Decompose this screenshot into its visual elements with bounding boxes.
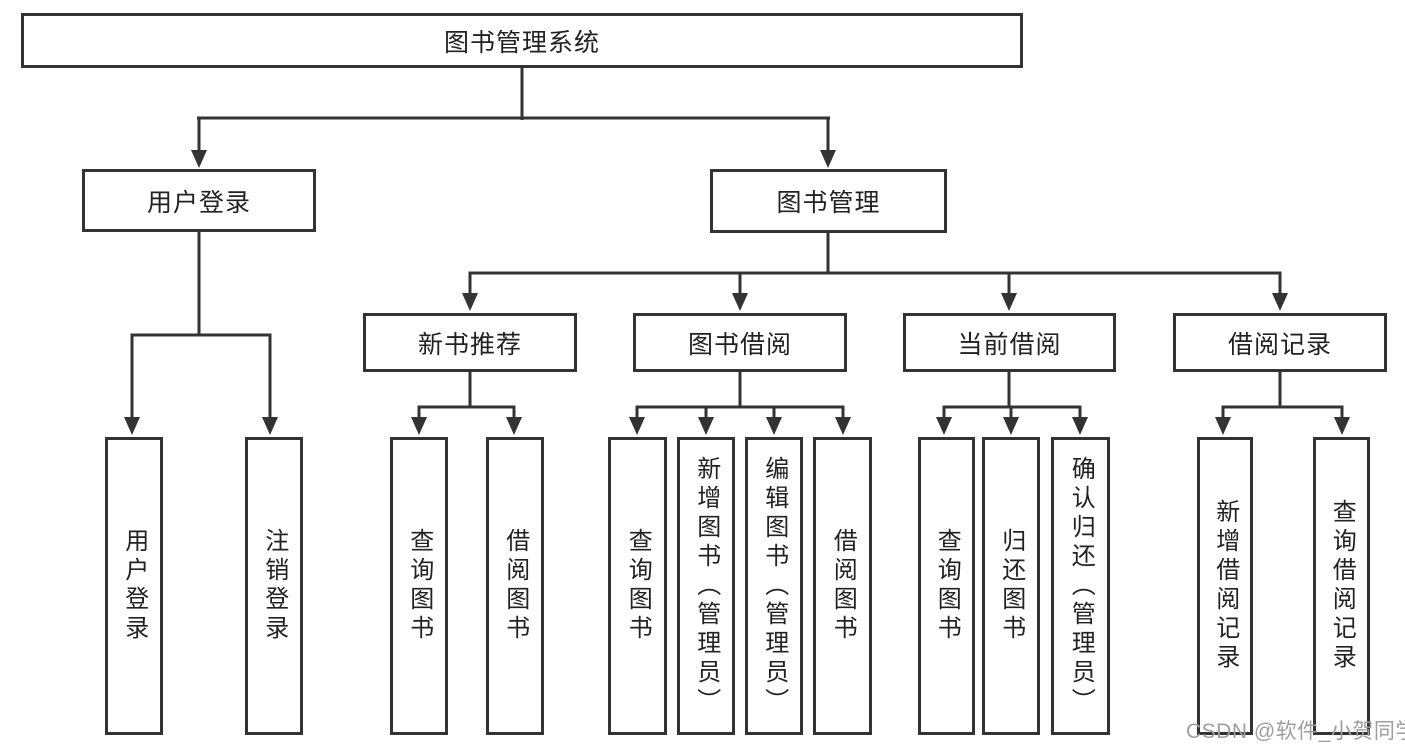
leaf-user-login: 用户登录 [105,437,163,735]
leaf-borrow-borrow-books: 借阅图书 [813,437,872,735]
node-user-login-label: 用户登录 [146,188,251,217]
leaf-recommend-borrow-books-label: 借阅图书 [501,528,529,644]
leaf-borrow-borrow-books-label: 借阅图书 [829,528,857,644]
leaf-records-add-record: 新增借阅记录 [1197,437,1253,735]
node-new-book-recommend: 新书推荐 [363,313,577,372]
leaf-borrow-add-book-admin-label: 新增图书（管理员） [692,455,720,717]
leaf-records-add-record-label: 新增借阅记录 [1211,499,1239,673]
node-borrow-records-label: 借阅记录 [1227,330,1332,359]
leaf-borrow-query-books: 查询图书 [608,437,667,735]
node-book-borrow-label: 图书借阅 [687,330,792,359]
node-book-borrow: 图书借阅 [633,313,847,372]
leaf-current-query-books-label: 查询图书 [933,528,961,644]
leaf-recommend-query-books: 查询图书 [390,437,448,735]
node-root-label: 图书管理系统 [443,28,600,57]
node-current-borrow: 当前借阅 [903,313,1116,372]
leaf-logout: 注销登录 [245,437,303,735]
leaf-records-query-record: 查询借阅记录 [1313,437,1370,735]
node-book-management: 图书管理 [710,169,947,233]
node-root: 图书管理系统 [21,13,1023,68]
leaf-borrow-edit-book-admin: 编辑图书（管理员） [745,437,803,735]
watermark: CSDN @软件_小贺同学 [1186,720,1405,743]
leaf-current-query-books: 查询图书 [918,437,975,735]
node-new-book-recommend-label: 新书推荐 [417,330,522,359]
leaf-user-login-label: 用户登录 [120,528,148,644]
leaf-borrow-query-books-label: 查询图书 [624,528,652,644]
leaf-borrow-edit-book-admin-label: 编辑图书（管理员） [760,455,788,717]
leaf-current-confirm-return-admin: 确认归还（管理员） [1051,437,1110,735]
leaf-current-return-books: 归还图书 [982,437,1040,735]
leaf-logout-label: 注销登录 [260,528,288,644]
node-borrow-records: 借阅记录 [1173,313,1387,372]
node-current-borrow-label: 当前借阅 [957,330,1062,359]
leaf-borrow-add-book-admin: 新增图书（管理员） [677,437,735,735]
node-user-login: 用户登录 [82,169,316,232]
leaf-recommend-query-books-label: 查询图书 [405,528,433,644]
leaf-current-return-books-label: 归还图书 [997,528,1025,644]
leaf-recommend-borrow-books: 借阅图书 [486,437,544,735]
leaf-current-confirm-return-admin-label: 确认归还（管理员） [1067,455,1095,717]
node-book-management-label: 图书管理 [776,189,881,217]
leaf-records-query-record-label: 查询借阅记录 [1328,499,1356,673]
